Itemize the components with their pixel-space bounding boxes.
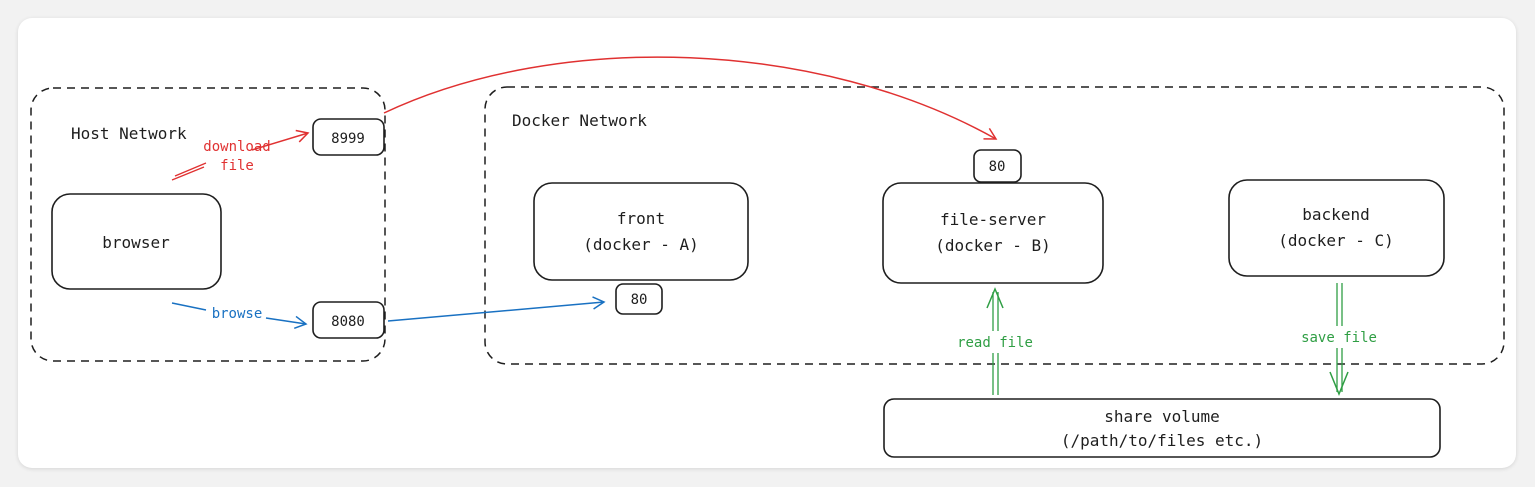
front-node: front (docker - A) xyxy=(533,182,749,281)
download-label-line2: file xyxy=(220,158,254,174)
read-file-label-bg xyxy=(955,331,1035,353)
share-volume-sub: (/path/to/files etc.) xyxy=(1061,431,1263,450)
host-network-boundary xyxy=(30,87,386,362)
share-volume-node: share volume (/path/to/files etc.) xyxy=(883,398,1441,458)
file-server-sub: (docker - B) xyxy=(935,236,1051,255)
front-port: 80 xyxy=(615,283,663,315)
file-server-node: file-server (docker - B) xyxy=(882,182,1104,284)
port-8080: 8080 xyxy=(312,301,385,339)
forward-arrow xyxy=(387,296,606,322)
download-arrow xyxy=(383,56,998,140)
save-file-label-bg xyxy=(1298,326,1380,348)
backend-node: backend (docker - C) xyxy=(1228,179,1445,277)
front-name: front xyxy=(617,209,665,228)
backend-name: backend xyxy=(1302,205,1369,224)
download-arrow-head xyxy=(251,129,310,151)
backend-sub: (docker - C) xyxy=(1278,231,1394,250)
browse-arrow xyxy=(265,315,308,330)
file-server-port-label: 80 xyxy=(989,159,1006,175)
download-arrow-tail xyxy=(171,162,207,181)
share-volume-name: share volume xyxy=(1104,407,1220,426)
front-port-label: 80 xyxy=(631,292,648,308)
docker-network-boundary xyxy=(484,86,1505,365)
port-8080-label: 8080 xyxy=(331,314,365,330)
browser-label: browser xyxy=(102,233,170,252)
docker-network-label: Docker Network xyxy=(512,111,647,130)
host-network-label: Host Network xyxy=(71,124,187,143)
save-file-label: save file xyxy=(1301,330,1377,346)
read-file-label: read file xyxy=(957,335,1033,351)
browse-arrow-tail xyxy=(171,302,207,311)
port-8999: 8999 xyxy=(312,118,385,156)
download-label-line1: download xyxy=(203,139,270,155)
browse-label: browse xyxy=(212,306,263,322)
file-server-name: file-server xyxy=(940,210,1046,229)
front-sub: (docker - A) xyxy=(583,235,699,254)
browser-node: browser xyxy=(51,193,222,290)
port-8999-label: 8999 xyxy=(331,131,365,147)
file-server-port: 80 xyxy=(973,149,1022,183)
